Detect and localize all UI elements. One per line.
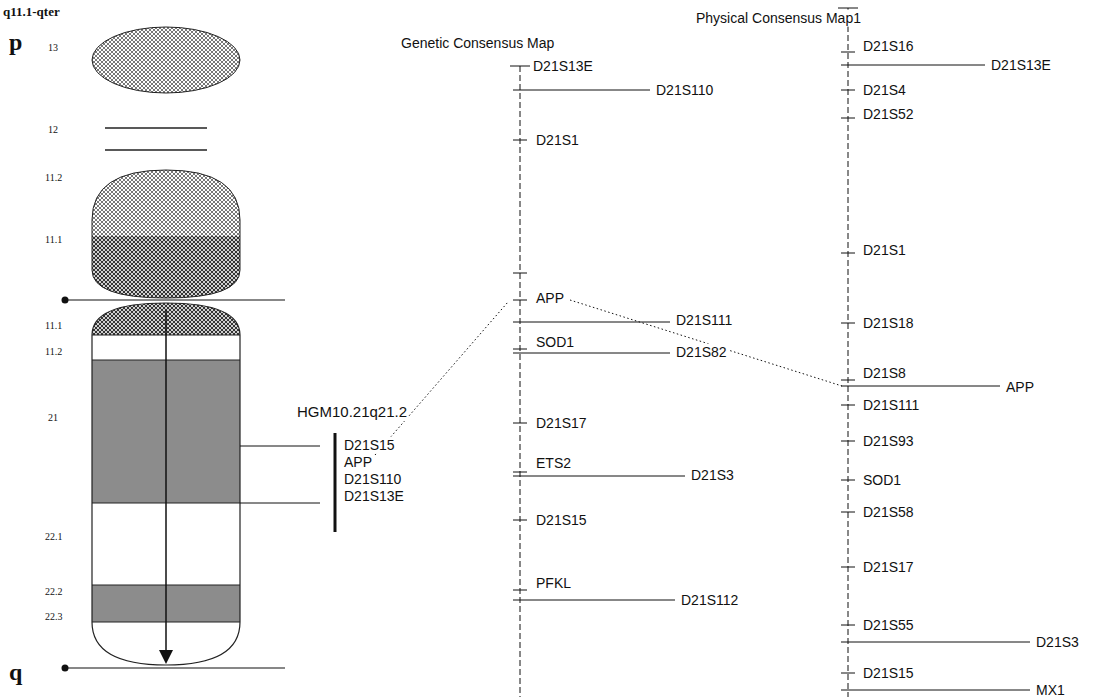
band-p13: [92, 27, 240, 93]
marker-name: D21S13E: [532, 58, 594, 75]
marker-name: APP: [343, 454, 373, 471]
marker-name: APP: [1005, 379, 1035, 396]
band-number: 22.2: [44, 586, 64, 598]
marker-name: D21S15: [535, 512, 588, 529]
marker-name: D21S15: [862, 665, 915, 682]
q-arm-bands: [90, 300, 242, 667]
marker-name: D21S55: [862, 617, 915, 634]
marker-name: ETS2: [535, 455, 572, 472]
arm-label: p: [8, 28, 23, 57]
band-number: 13: [47, 42, 59, 54]
marker-name: D21S17: [535, 415, 588, 432]
marker-name: MX1: [1035, 682, 1066, 697]
marker-name: D21S58: [862, 504, 915, 521]
marker-name: D21S13E: [990, 57, 1052, 74]
marker-name: D21S15: [343, 437, 396, 454]
band-number: 22.3: [44, 611, 64, 623]
marker-name: D21S111: [862, 397, 920, 414]
marker-name: D21S93: [862, 433, 915, 450]
marker-name: D21S3: [690, 467, 735, 484]
marker-name: SOD1: [535, 334, 575, 351]
marker-name: D21S110: [343, 471, 402, 488]
marker-name: D21S8: [862, 365, 907, 382]
band-number: 11.1: [44, 320, 63, 332]
marker-name: D21S17: [862, 559, 915, 576]
marker-name: D21S1: [535, 132, 580, 149]
marker-name: D21S1: [862, 242, 907, 259]
marker-name: D21S110: [655, 82, 714, 99]
band-number: 11.2: [44, 172, 63, 184]
genetic-axis: [510, 66, 685, 697]
band-number: 11.2: [44, 346, 63, 358]
marker-name: D21S112: [680, 592, 739, 609]
marker-name: APP: [535, 290, 565, 307]
marker-name: D21S52: [862, 106, 915, 123]
arm-label: q: [8, 658, 23, 687]
marker-name: SOD1: [862, 472, 902, 489]
marker-name: D21S3: [1035, 634, 1080, 651]
marker-name: D21S82: [675, 344, 728, 361]
band-number: 22.1: [44, 531, 64, 543]
marker-name: D21S4: [862, 82, 907, 99]
marker-name: D21S16: [862, 38, 915, 55]
band-number: 21: [47, 412, 59, 424]
map-heading: Physical Consensus Map1: [695, 10, 862, 27]
map-heading: Genetic Consensus Map: [400, 35, 555, 52]
band-p11: [90, 168, 242, 300]
band-number: 12: [47, 124, 59, 136]
region-title: q11.1-qter: [2, 4, 61, 20]
marker-name: D21S111: [675, 312, 733, 329]
region-label: HGM10.21q21.2: [296, 403, 408, 421]
marker-name: D21S18: [862, 315, 915, 332]
marker-name: D21S13E: [343, 488, 405, 505]
band-number: 11.1: [44, 234, 63, 246]
marker-name: PFKL: [535, 575, 572, 592]
physical-axis: [838, 8, 1030, 697]
